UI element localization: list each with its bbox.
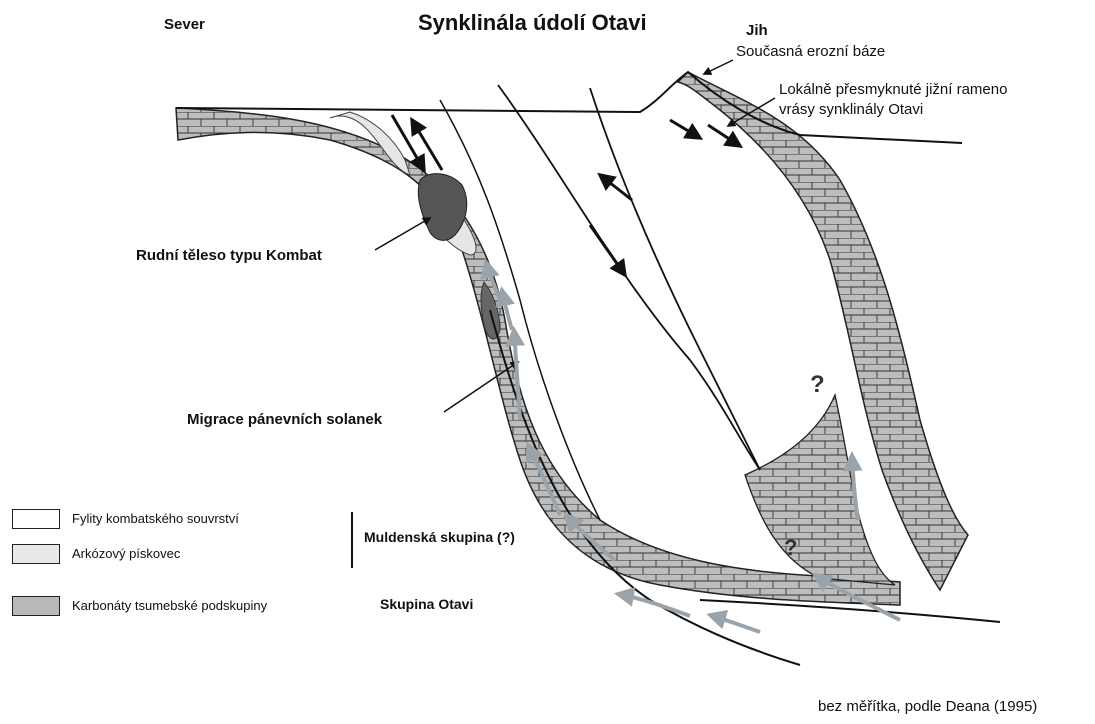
fault-line-1 <box>498 85 760 470</box>
north-label: Sever <box>164 16 205 33</box>
ore-body-pointer <box>375 218 430 250</box>
thrust-label-line1: Lokálně přesmyknuté jižní rameno <box>779 80 1007 100</box>
legend-swatch-arkose <box>12 544 60 564</box>
brine-arrow <box>710 615 760 632</box>
question-mark-lower: ? <box>784 535 797 560</box>
fault-arrow-down-2 <box>590 225 625 275</box>
source-credit: bez měřítka, podle Deana (1995) <box>818 698 1037 715</box>
fault-line-2 <box>590 88 760 470</box>
legend-label-carbonate: Karbonáty tsumebské podskupiny <box>72 598 267 613</box>
question-mark-upper: ? <box>810 371 825 398</box>
erosion-base-pointer <box>704 60 733 74</box>
brine-arrow <box>618 594 690 616</box>
legend-swatch-phyllite <box>12 509 60 529</box>
diagram-title: Synklinála údolí Otavi <box>418 10 647 36</box>
fault-arrow-s1 <box>670 120 700 138</box>
fault-arrow-up <box>412 120 442 170</box>
legend-label-arkose: Arkózový pískovec <box>72 546 180 561</box>
legend-swatch-carbonate <box>12 596 60 616</box>
ore-body-label: Rudní těleso typu Kombat <box>136 246 322 266</box>
south-label: Jih <box>746 22 768 39</box>
legend-group-otavi: Skupina Otavi <box>380 596 473 612</box>
legend-label-phyllite: Fylity kombatského souvrství <box>72 511 239 526</box>
erosion-base-label: Současná erozní báze <box>736 42 885 62</box>
legend-group-mulden: Muldenská skupina (?) <box>364 529 515 545</box>
thrust-label-line2: vrásy synklinály Otavi <box>779 100 923 120</box>
fault-arrow-s2 <box>708 125 740 146</box>
brine-migration-label: Migrace pánevních solanek <box>187 410 382 430</box>
